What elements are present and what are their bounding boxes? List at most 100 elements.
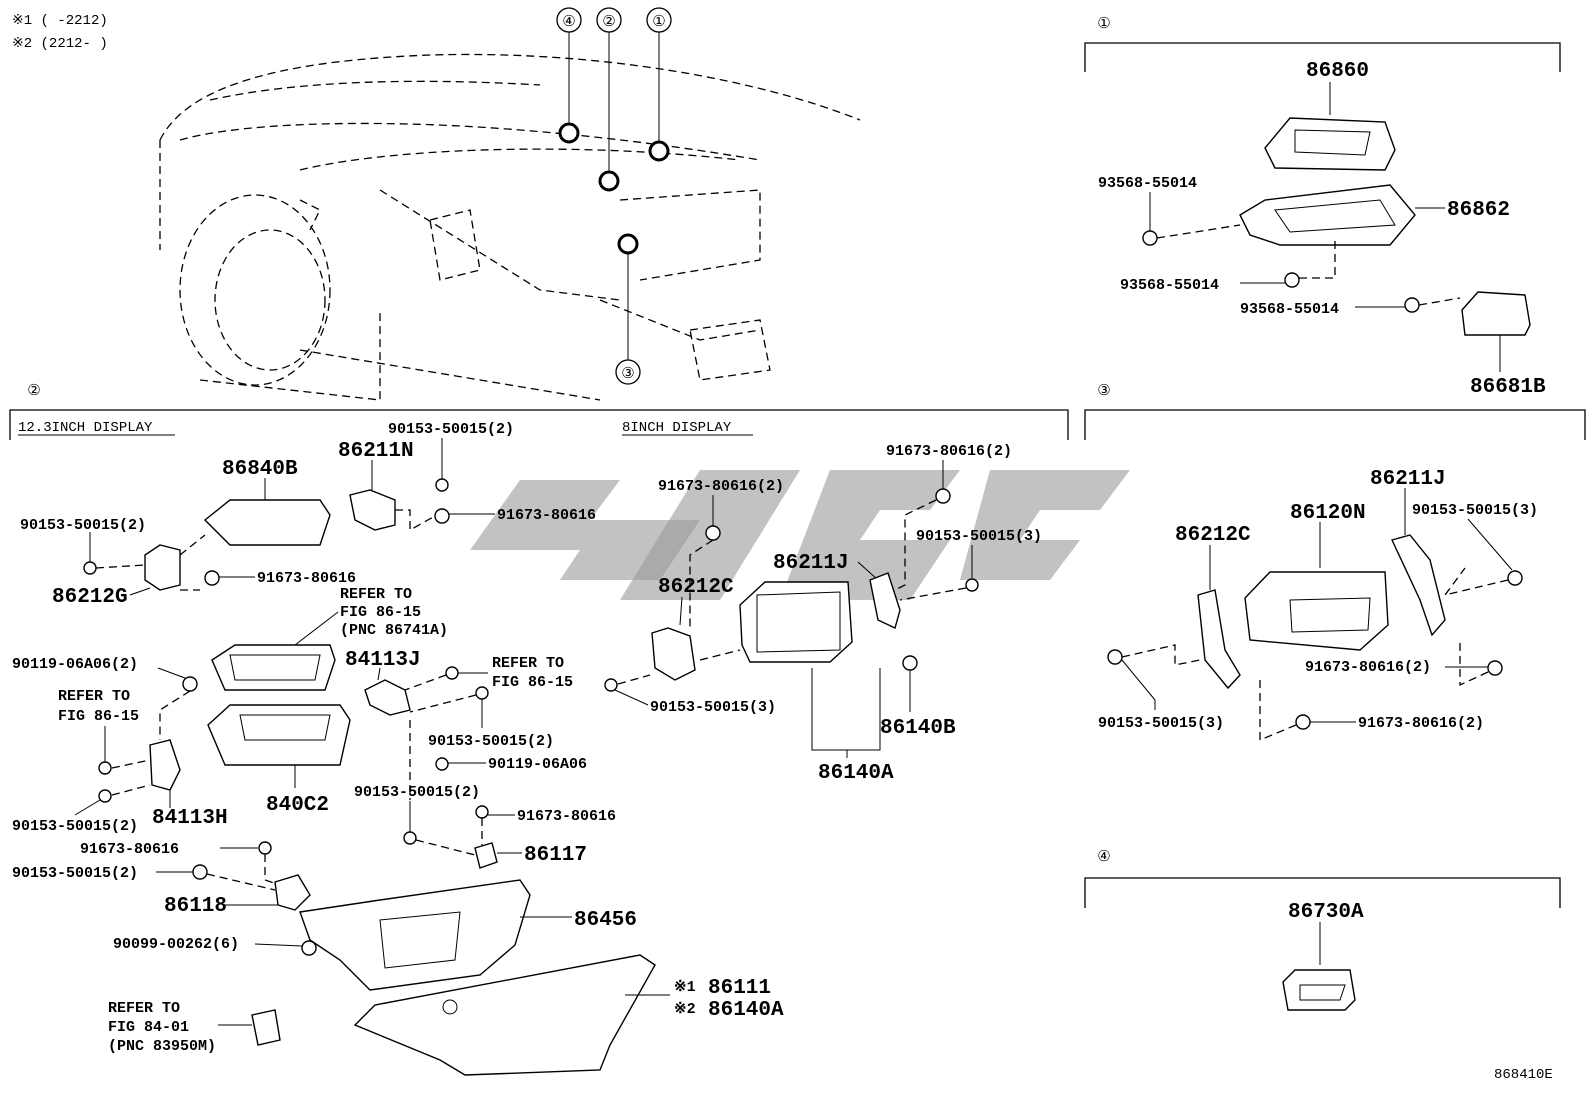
bolt-93568-c[interactable] [1404, 297, 1420, 313]
part-86140A-lid[interactable]: 86140A [708, 999, 784, 1022]
part-91673-80616-a[interactable]: 91673-80616 [497, 507, 596, 524]
bolt-90119-2[interactable] [182, 676, 198, 692]
part-90153-50015-3c[interactable]: 90153-50015(3) [1412, 502, 1538, 519]
refer-fig86-15-b-line1[interactable]: REFER TO [492, 655, 564, 672]
part-91673-80616-2c[interactable]: 91673-80616(2) [1305, 659, 1431, 676]
bolt-91673-2c[interactable] [1487, 660, 1503, 676]
bolt-91673-d[interactable] [258, 841, 272, 855]
part-90153-50015-2c[interactable]: 90153-50015(2) [428, 733, 554, 750]
refer-fig84-01-line3[interactable]: (PNC 83950M) [108, 1038, 216, 1055]
bolt-91673-2a[interactable] [935, 488, 951, 504]
part-93568-55014-c[interactable]: 93568-55014 [1240, 301, 1339, 318]
part-90119-06A06-2[interactable]: 90119-06A06(2) [12, 656, 138, 673]
part-86862-shape[interactable] [1239, 184, 1416, 246]
bolt-90153-2c[interactable] [475, 686, 489, 700]
part-86118[interactable]: 86118 [164, 895, 227, 918]
refer-86741A-line3[interactable]: (PNC 86741A) [340, 622, 448, 639]
part-91673-80616-d[interactable]: 91673-80616 [80, 841, 179, 858]
part-86211N[interactable]: 86211N [338, 440, 414, 463]
bolt-90153-3c[interactable] [1507, 570, 1523, 586]
part-90153-50015-2e[interactable]: 90153-50015(2) [354, 784, 480, 801]
part-86212C-shape[interactable] [651, 627, 696, 681]
bolt-90153-3b[interactable] [604, 678, 618, 692]
part-86211J[interactable]: 86211J [773, 552, 849, 575]
part-86111-86140A-shape[interactable] [353, 954, 656, 1076]
bolt-90153-3a[interactable] [965, 578, 979, 592]
bolt-90153-2b[interactable] [83, 561, 97, 575]
part-90153-50015-2a[interactable]: 90153-50015(2) [388, 421, 514, 438]
part-90153-50015-3d[interactable]: 90153-50015(3) [1098, 715, 1224, 732]
part-86117-shape[interactable] [474, 842, 498, 869]
part-86117[interactable]: 86117 [524, 844, 587, 867]
part-86741A-unit-shape[interactable] [211, 644, 336, 691]
part-84113J[interactable]: 84113J [345, 649, 421, 672]
part-86456-shape[interactable] [299, 879, 531, 991]
part-93568-55014-b[interactable]: 93568-55014 [1120, 277, 1219, 294]
part-86211J-s3[interactable]: 86211J [1370, 468, 1446, 491]
part-840C2[interactable]: 840C2 [266, 794, 329, 817]
part-86211N-shape[interactable] [349, 489, 396, 531]
part-86840B-shape[interactable] [203, 499, 331, 546]
part-90099-00262-6[interactable]: 90099-00262(6) [113, 936, 239, 953]
refer-fig86-15-c-line1[interactable]: REFER TO [58, 688, 130, 705]
part-86730A[interactable]: 86730A [1288, 901, 1364, 924]
part-86140A[interactable]: 86140A [818, 762, 894, 785]
overview-marker-1[interactable]: ① [646, 7, 672, 33]
bolt-90099[interactable] [301, 940, 317, 956]
part-86840B[interactable]: 86840B [222, 458, 298, 481]
bolt-90153-2e[interactable] [403, 831, 417, 845]
part-86212G[interactable]: 86212G [52, 586, 128, 609]
part-86862[interactable]: 86862 [1447, 199, 1510, 222]
bolt-90153-2a[interactable] [435, 478, 449, 492]
part-86111[interactable]: 86111 [708, 977, 771, 1000]
bolt-91673-c[interactable] [475, 805, 489, 819]
part-86681B[interactable]: 86681B [1470, 376, 1546, 399]
overview-marker-4[interactable]: ④ [556, 7, 582, 33]
part-86212C-s3-shape[interactable] [1197, 589, 1241, 690]
bolt-91673-2d[interactable] [1295, 714, 1311, 730]
refer-fig86-15-c-line2[interactable]: FIG 86-15 [58, 708, 139, 725]
part-86212C-s3[interactable]: 86212C [1175, 524, 1251, 547]
part-90119-06A06[interactable]: 90119-06A06 [488, 756, 587, 773]
refer-86741A-line2[interactable]: FIG 86-15 [340, 604, 421, 621]
part-86212G-shape[interactable] [144, 544, 181, 591]
bolt-91673-2b[interactable] [705, 525, 721, 541]
bolt-refer-c[interactable] [98, 761, 112, 775]
refer-86741A-line1[interactable]: REFER TO [340, 586, 412, 603]
part-86456[interactable]: 86456 [574, 909, 637, 932]
part-91673-80616-2b[interactable]: 91673-80616(2) [658, 478, 784, 495]
refer-fig84-01-line1[interactable]: REFER TO [108, 1000, 180, 1017]
part-86681B-shape[interactable] [1461, 291, 1531, 336]
overview-marker-3[interactable]: ③ [615, 359, 641, 385]
part-90153-50015-2b[interactable]: 90153-50015(2) [20, 517, 146, 534]
part-86730A-shape[interactable] [1282, 969, 1356, 1011]
part-86120N-shape[interactable] [1244, 571, 1389, 651]
part-93568-55014-a[interactable]: 93568-55014 [1098, 175, 1197, 192]
part-91673-80616-b[interactable]: 91673-80616 [257, 570, 356, 587]
part-91673-80616-c[interactable]: 91673-80616 [517, 808, 616, 825]
part-91673-80616-2d[interactable]: 91673-80616(2) [1358, 715, 1484, 732]
part-84113H[interactable]: 84113H [152, 807, 228, 830]
part-90153-50015-3b[interactable]: 90153-50015(3) [650, 699, 776, 716]
refer-fig86-15-b-line2[interactable]: FIG 86-15 [492, 674, 573, 691]
part-86118-shape[interactable] [274, 874, 311, 911]
part-86140B[interactable]: 86140B [880, 717, 956, 740]
part-86140A-display-shape[interactable] [739, 581, 853, 663]
part-86211J-shape[interactable] [869, 572, 901, 629]
bolt-90153-3d[interactable] [1107, 649, 1123, 665]
part-91673-80616-2a[interactable]: 91673-80616(2) [886, 443, 1012, 460]
part-86212C[interactable]: 86212C [658, 576, 734, 599]
bolt-90153-2d[interactable] [98, 789, 112, 803]
part-86140B-knob[interactable] [902, 655, 918, 671]
part-90153-50015-2f[interactable]: 90153-50015(2) [12, 865, 138, 882]
part-90153-50015-3a[interactable]: 90153-50015(3) [916, 528, 1042, 545]
part-86120N[interactable]: 86120N [1290, 502, 1366, 525]
bolt-90153-2f[interactable] [192, 864, 208, 880]
part-83950M-switch-shape[interactable] [251, 1009, 281, 1046]
bolt-90119[interactable] [435, 757, 449, 771]
refer-fig84-01-line2[interactable]: FIG 84-01 [108, 1019, 189, 1036]
bolt-93568-a[interactable] [1142, 230, 1158, 246]
bolt-near-refer[interactable] [445, 666, 459, 680]
part-86860-shape[interactable] [1264, 117, 1396, 171]
overview-marker-2[interactable]: ② [596, 7, 622, 33]
